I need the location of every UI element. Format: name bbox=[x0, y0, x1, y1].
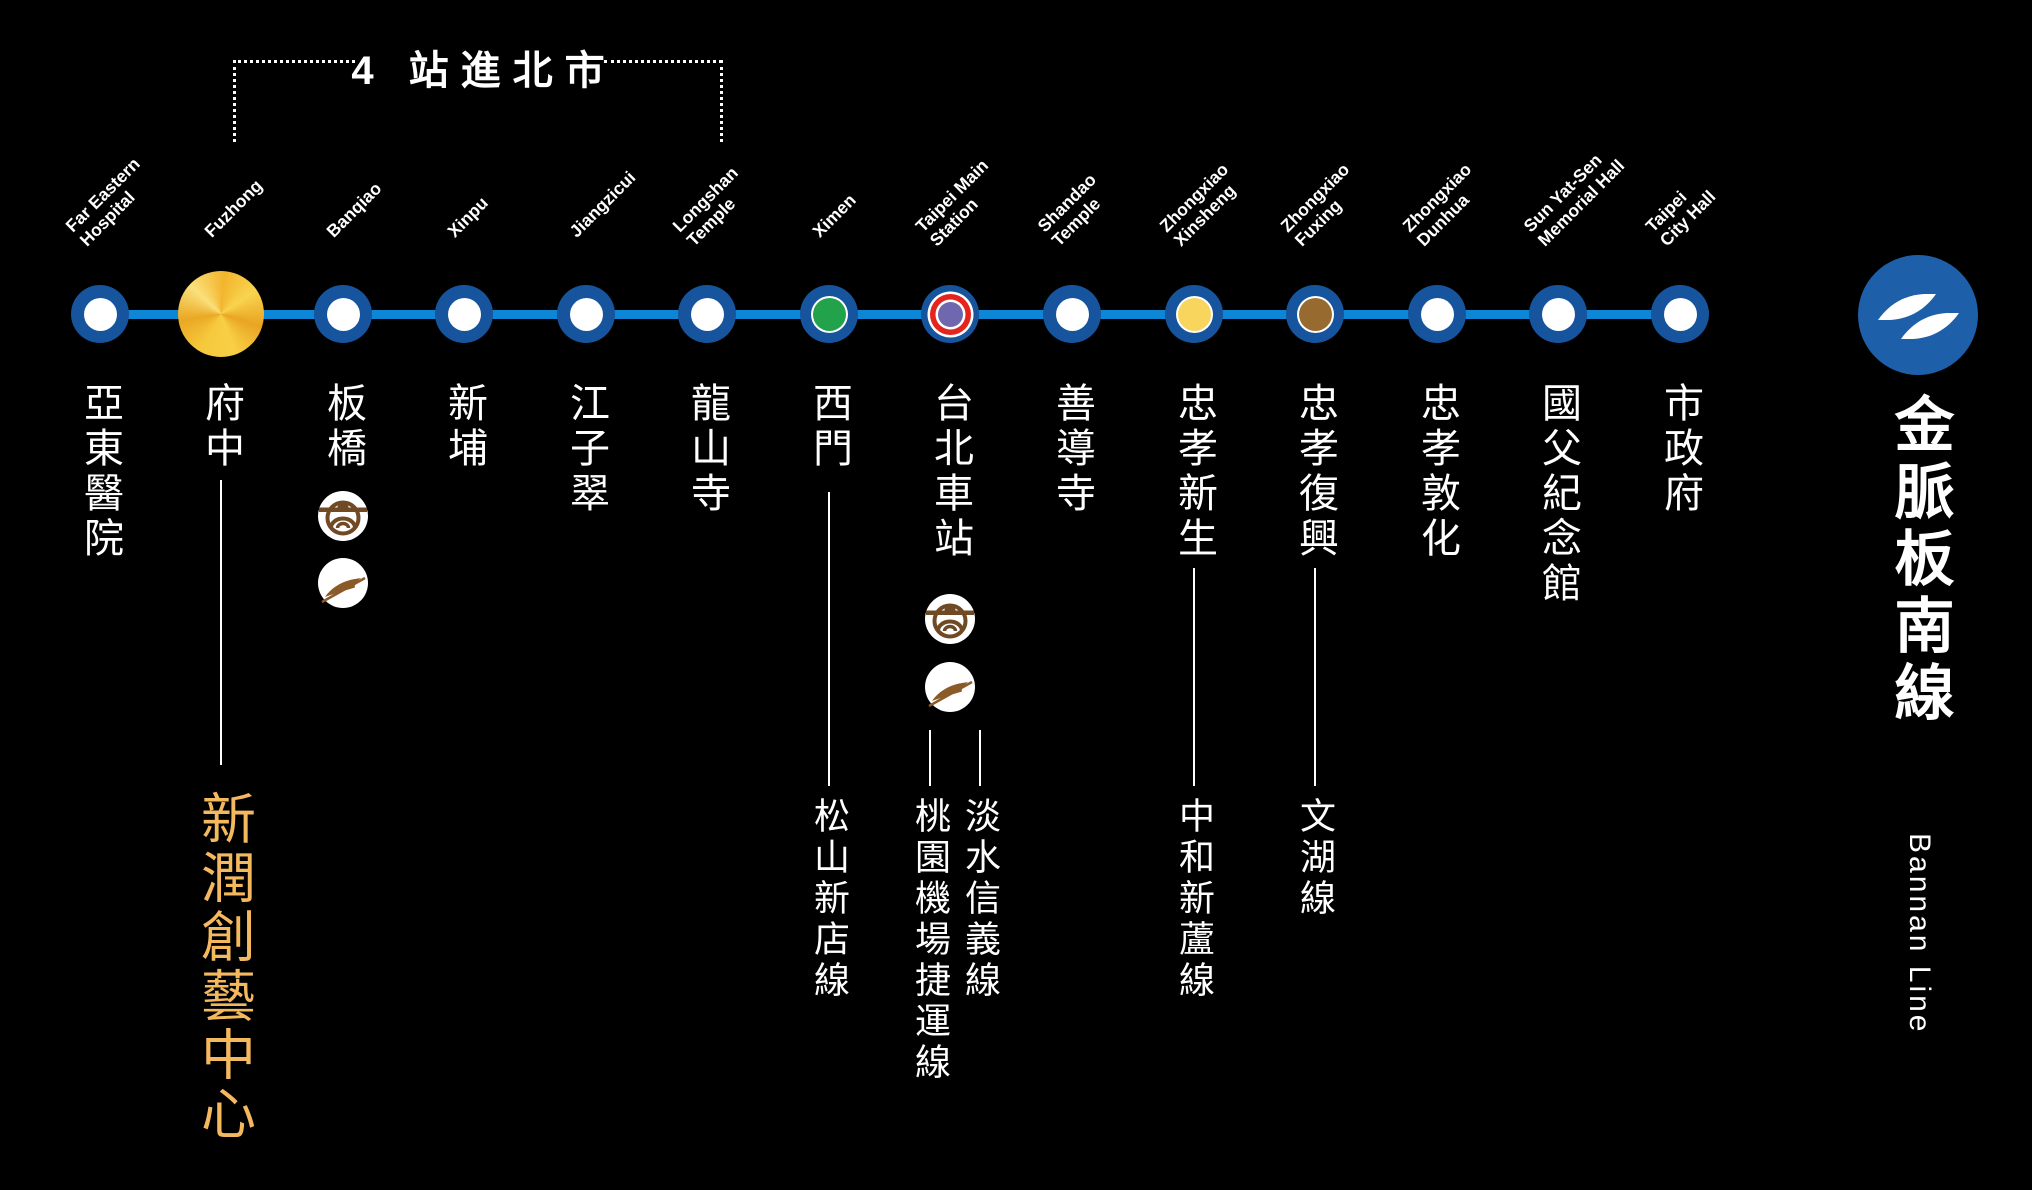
station-dot bbox=[314, 285, 372, 343]
bracket-dotted-right bbox=[604, 60, 722, 63]
project-name: 新潤創藝中心 bbox=[192, 790, 254, 1144]
station-dot-gold bbox=[178, 271, 264, 357]
branch-zhonghe-xinlu: 中和新蘆線 bbox=[1174, 797, 1215, 1002]
tra-icon bbox=[318, 491, 368, 541]
station-label-zh: 府中 bbox=[199, 382, 243, 472]
station-label-zh: 亞東醫院 bbox=[78, 382, 122, 562]
station-dot bbox=[435, 285, 493, 343]
station-dot bbox=[1408, 285, 1466, 343]
bracket-dotted-vertical-left bbox=[233, 60, 236, 142]
line-title-zh: 金脈板南線 bbox=[1886, 393, 1953, 728]
connector-line-right bbox=[979, 730, 981, 786]
station-dot bbox=[71, 285, 129, 343]
tra-icon bbox=[925, 594, 975, 644]
bracket-dotted-left bbox=[233, 60, 355, 63]
branch-wenhu: 文湖線 bbox=[1295, 797, 1336, 920]
station-label-zh: 忠孝復興 bbox=[1293, 382, 1337, 562]
station-label-zh: 西門 bbox=[807, 382, 851, 472]
line-title-en: Bannan Line bbox=[1903, 833, 1936, 1035]
station-dot bbox=[1165, 285, 1223, 343]
station-label-zh: 台北車站 bbox=[928, 382, 972, 562]
station-dot bbox=[678, 285, 736, 343]
station-label-zh: 板橋 bbox=[321, 382, 365, 472]
taipei-metro-logo-icon bbox=[1858, 255, 1978, 375]
station-dot bbox=[1286, 285, 1344, 343]
station-dot bbox=[921, 285, 979, 343]
station-label-zh: 善導寺 bbox=[1050, 382, 1094, 517]
station-label-zh: 忠孝新生 bbox=[1172, 382, 1216, 562]
station-dot bbox=[1043, 285, 1101, 343]
station-dot bbox=[1529, 285, 1587, 343]
branch-taoyuan-airport: 桃園機場捷運線 bbox=[910, 797, 951, 1084]
hsr-icon bbox=[925, 662, 975, 712]
station-label-zh: 江子翠 bbox=[564, 382, 608, 517]
bracket-note: 4 站進北市 bbox=[351, 49, 617, 93]
connector-line bbox=[828, 492, 830, 786]
branch-songshan-xindian: 松山新店線 bbox=[809, 797, 850, 1002]
connector-line-left bbox=[929, 730, 931, 786]
connector-line bbox=[220, 480, 222, 765]
station-label-zh: 國父紀念館 bbox=[1536, 382, 1580, 607]
station-dot bbox=[557, 285, 615, 343]
branch-tamsui-xinyi: 淡水信義線 bbox=[960, 797, 1001, 1002]
connector-line bbox=[1193, 568, 1195, 786]
station-label-zh: 龍山寺 bbox=[685, 382, 729, 517]
hsr-icon bbox=[318, 558, 368, 608]
station-label-zh: 市政府 bbox=[1658, 382, 1702, 517]
bracket-dotted-vertical-right bbox=[720, 60, 723, 142]
station-label-zh: 新埔 bbox=[442, 382, 486, 472]
station-dot bbox=[1651, 285, 1709, 343]
route-line bbox=[100, 310, 1680, 319]
station-label-zh: 忠孝敦化 bbox=[1415, 382, 1459, 562]
station-dot bbox=[800, 285, 858, 343]
connector-line bbox=[1314, 568, 1316, 786]
